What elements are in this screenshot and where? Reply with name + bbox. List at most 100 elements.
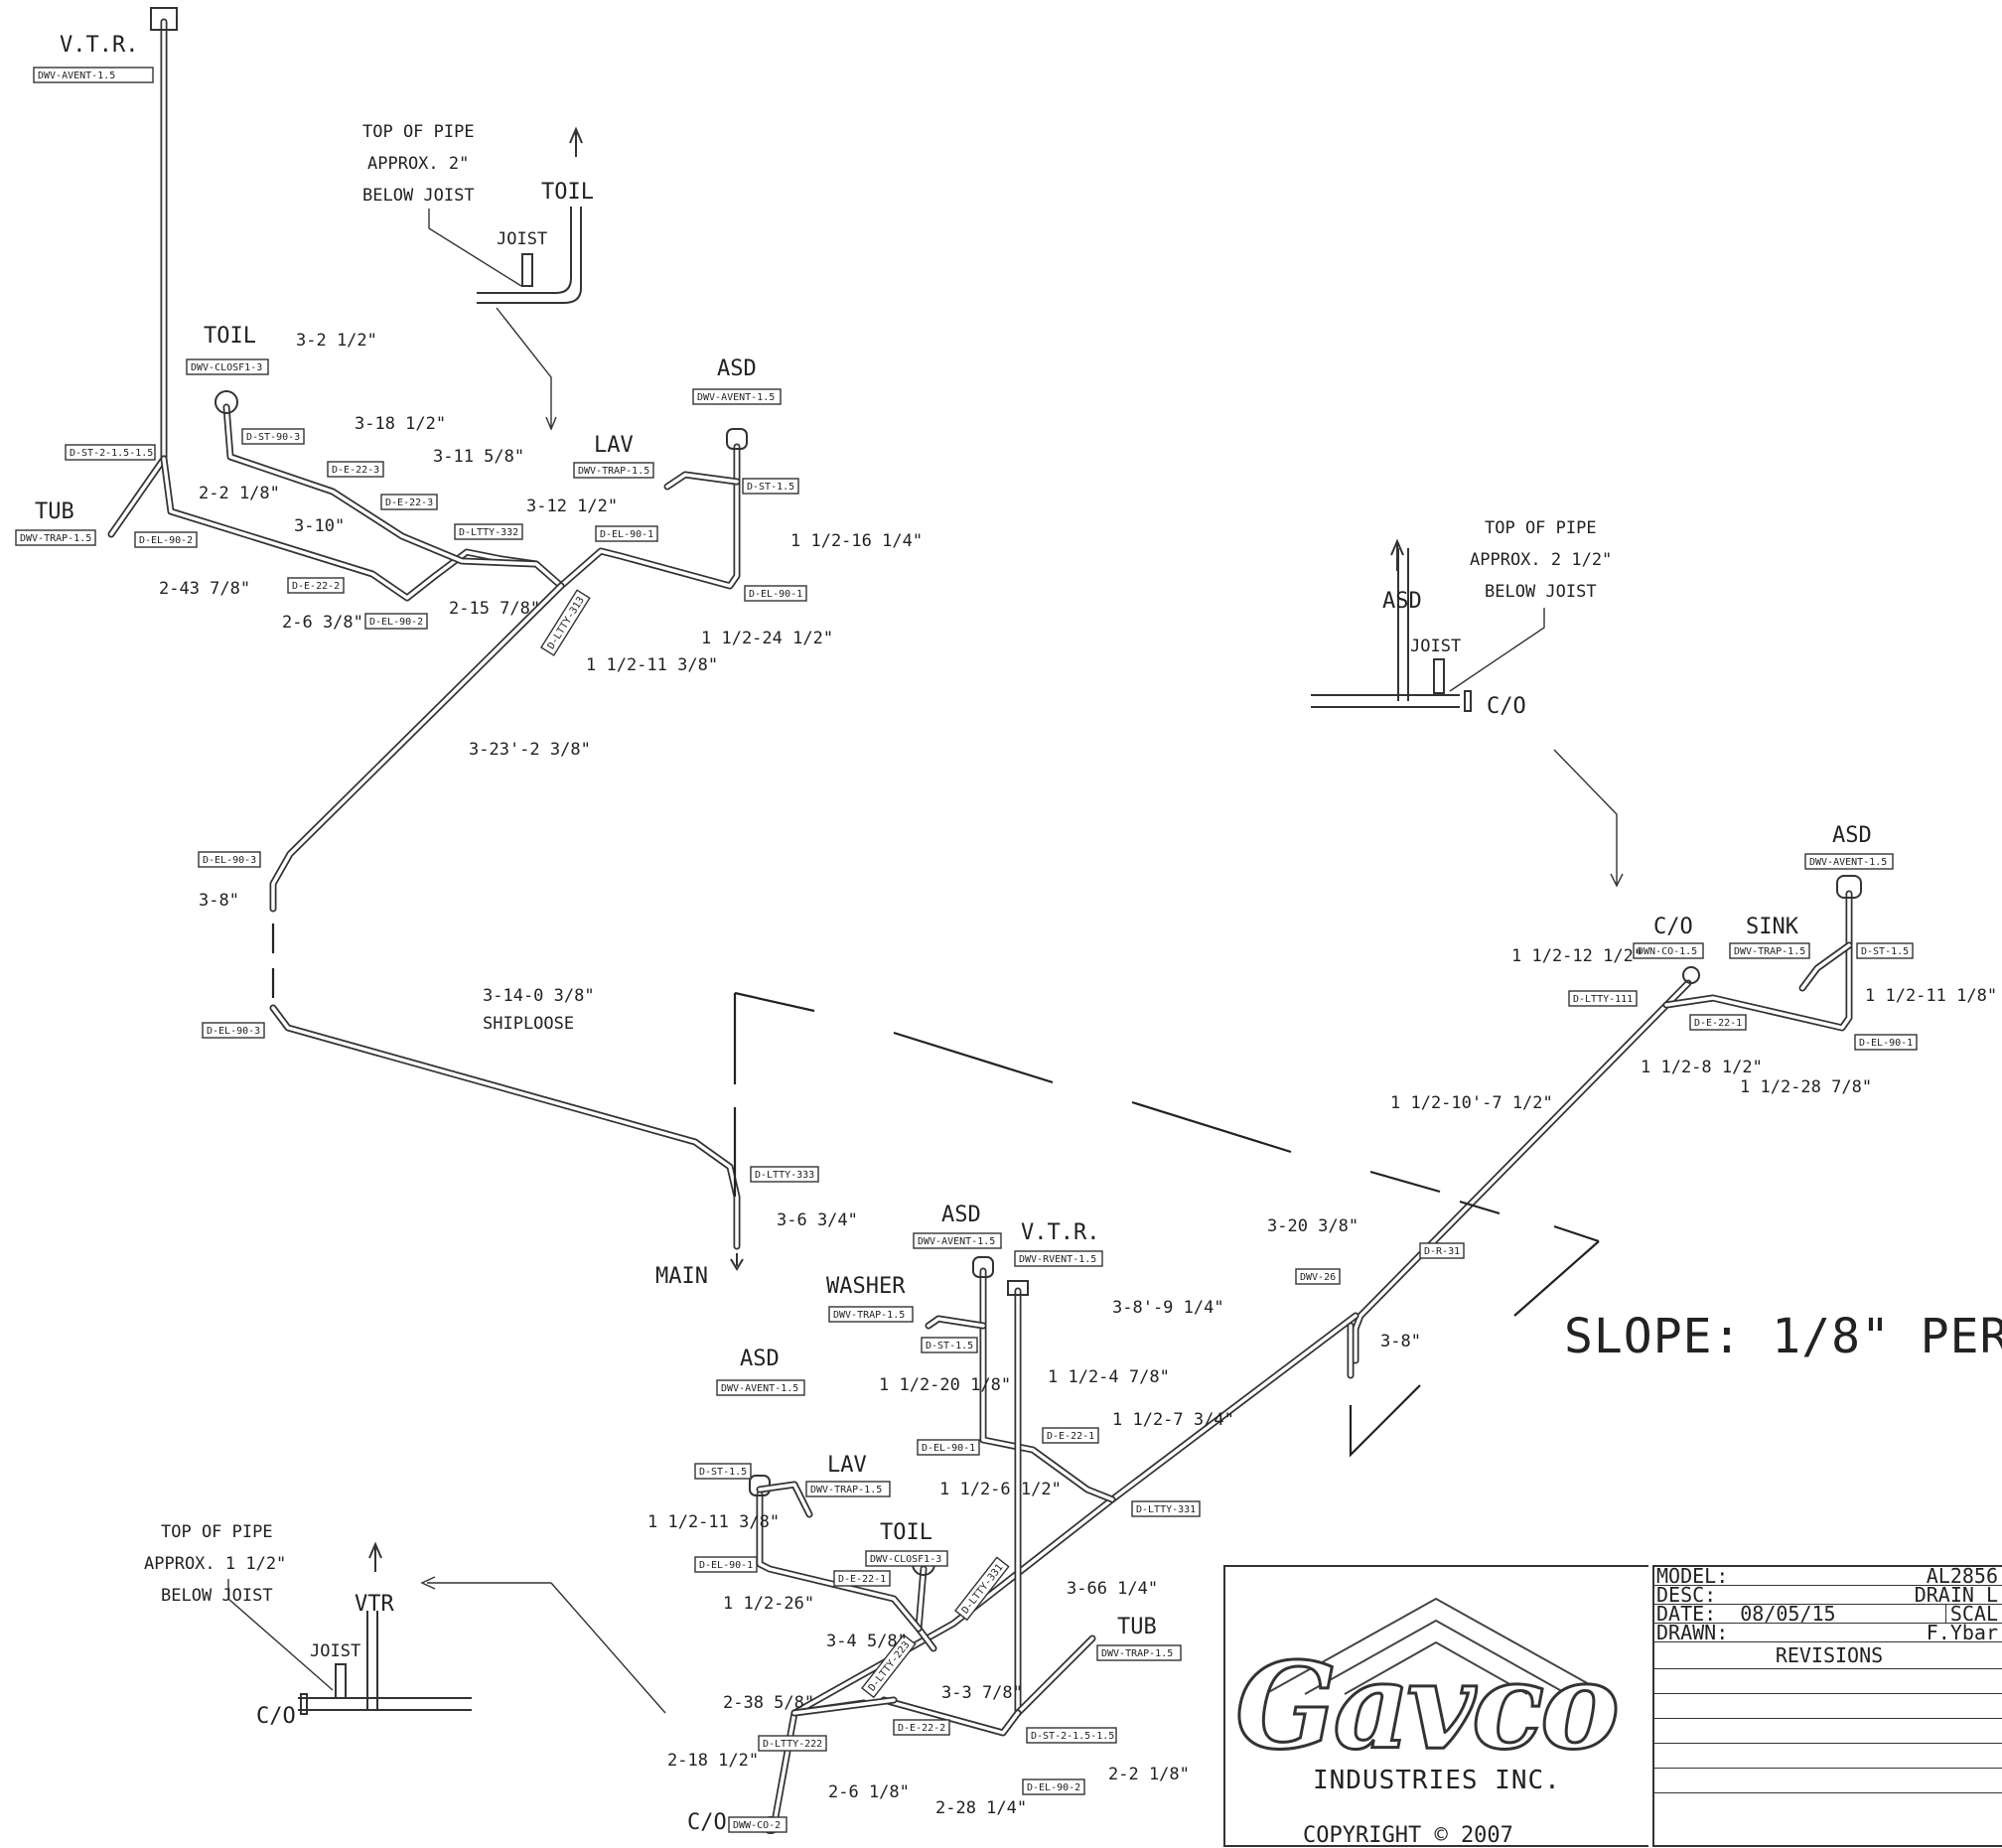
fitting-tag: D-LTTY-111 [1573, 994, 1633, 1005]
upper-left-drain-system [107, 7, 748, 1271]
fixture-labels: V.T.R. TOIL TUB LAV ASD C/O SINK ASD MAI… [35, 33, 1872, 1835]
tag-lav-upper: DWV-TRAP-1.5 [578, 466, 649, 477]
callout-bl-l1: TOP OF PIPE [161, 1522, 273, 1542]
callout-texts: TOP OF PIPE APPROX. 2" BELOW JOIST TOIL … [144, 122, 1612, 1729]
fitting-tag: D-ST-1.5 [699, 1467, 747, 1478]
tag-lav-low: DWV-TRAP-1.5 [810, 1485, 882, 1495]
fitting-tag: D-EL-90-2 [1027, 1782, 1080, 1793]
fitting-tag: D-ST-90-3 [246, 432, 300, 443]
date-label: DATE: [1656, 1605, 1717, 1624]
label-asd-upper: ASD [717, 356, 757, 381]
dimension-label: 1 1/2-11 3/8" [647, 1512, 780, 1532]
fitting-tag: D-LTTY-332 [459, 527, 518, 538]
fitting-tag: D-LTTY-222 [763, 1739, 822, 1750]
drawn-value: F.Ybar [1926, 1624, 1998, 1642]
dimension-label: 3-2 1/2" [296, 331, 377, 351]
lower-drain-system [749, 1256, 1359, 1834]
callout-bl-co: C/O [256, 1704, 296, 1729]
company-logo-word: Gavco [1233, 1635, 1621, 1778]
callout-bl-fixture: VTR [355, 1592, 394, 1617]
label-co-low: C/O [687, 1810, 727, 1835]
dimension-label: 3-8'-9 1/4" [1112, 1298, 1224, 1318]
fitting-tag: D-EL-90-1 [1859, 1038, 1913, 1049]
fitting-tag: D-EL-90-3 [207, 1026, 260, 1037]
callout-r-joist: JOIST [1410, 637, 1461, 656]
revision-line [1654, 1744, 2002, 1769]
callout-r-l3: BELOW JOIST [1485, 582, 1597, 602]
desc-value: DRAIN L [1914, 1586, 1998, 1605]
tag-sink: DWV-TRAP-1.5 [1734, 946, 1805, 957]
fitting-tag: D-ST-1.5 [926, 1341, 973, 1351]
fitting-tag: D-ST-1.5 [747, 482, 794, 493]
tag-washer: DWV-TRAP-1.5 [833, 1310, 905, 1321]
fitting-tag: D-EL-90-1 [699, 1560, 753, 1571]
label-co-right: C/O [1653, 915, 1693, 939]
fitting-tag: D-E-22-1 [838, 1574, 886, 1585]
dimension-label: 2-2 1/8" [1108, 1765, 1190, 1784]
dimension-label: 2-18 1/2" [667, 1751, 759, 1771]
label-toil-upper: TOIL [204, 324, 256, 349]
dimension-label: 1 1/2-11 1/8" [1865, 986, 1997, 1006]
drawn-label: DRAWN: [1656, 1624, 1729, 1642]
fitting-tag: D-EL-90-2 [369, 617, 423, 628]
callout-bl-joist: JOIST [310, 1641, 360, 1661]
dimension-label: 1 1/2-6 1/2" [939, 1480, 1062, 1499]
tag-asd-upper: DWV-AVENT-1.5 [697, 392, 775, 403]
asd-vent-right-icon [1836, 875, 1862, 899]
company-logo-box: Gavco INDUSTRIES INC. COPYRIGHT © 2007 [1223, 1565, 1648, 1848]
dimension-label: 1 1/2-10'-7 1/2" [1390, 1093, 1553, 1113]
dimension-label: 3-66 1/4" [1067, 1579, 1158, 1599]
label-asd-low: ASD [740, 1347, 780, 1371]
tag-tub-upper: DWV-TRAP-1.5 [20, 533, 91, 544]
tag-tub-low: DWV-TRAP-1.5 [1101, 1648, 1173, 1659]
callout-tl-fixture: TOIL [541, 180, 594, 205]
dimension-label: 2-6 3/8" [282, 613, 363, 633]
tag-asd-low: DWV-AVENT-1.5 [721, 1383, 798, 1394]
revision-line [1654, 1719, 2002, 1744]
tag-vtr-top: DWV-AVENT-1.5 [38, 71, 115, 81]
fitting-tag: D-LTTY-313 [546, 595, 587, 651]
callout-r-l2: APPROX. 2 1/2" [1470, 550, 1612, 570]
label-washer: WASHER [826, 1274, 906, 1299]
fitting-tag: D-LTTY-331 [1136, 1504, 1196, 1515]
dimension-label: 3-20 3/8" [1267, 1216, 1358, 1236]
label-sink: SINK [1746, 915, 1799, 939]
fitting-tag: D-EL-90-1 [749, 589, 802, 600]
callout-r-co: C/O [1487, 694, 1526, 719]
revision-line [1654, 1769, 2002, 1793]
vtr-mid-cap-icon [1007, 1280, 1029, 1296]
label-asd-mid: ASD [941, 1203, 981, 1227]
dimension-label: 3-6 3/4" [777, 1210, 858, 1230]
label-main: MAIN [655, 1264, 708, 1289]
slope-note: SLOPE: 1/8" PER 1' [1564, 1309, 2002, 1364]
callout-detail-right [1311, 538, 1624, 888]
scale-label: SCAL [1944, 1605, 1998, 1623]
dimension-label: 1 1/2-4 7/8" [1048, 1367, 1170, 1387]
revision-line [1654, 1694, 2002, 1719]
tag-toil-upper: DWV-CLOSF1-3 [191, 362, 262, 373]
desc-row: DESC: DRAIN L [1654, 1586, 2002, 1605]
revisions-row: REVISIONS [1654, 1642, 2002, 1669]
dimension-label: 1 1/2-11 3/8" [586, 655, 718, 675]
callout-bl-l3: BELOW JOIST [161, 1586, 273, 1606]
dimension-label: 1 1/2-28 7/8" [1740, 1077, 1872, 1097]
callout-tl-joist: JOIST [497, 229, 547, 249]
asd-vent-mid-icon [972, 1256, 994, 1278]
dimension-label: 2-2 1/8" [199, 484, 280, 503]
label-tub-upper: TUB [35, 499, 74, 524]
dimension-label: 2-38 5/8" [723, 1693, 814, 1713]
model-label: MODEL: [1656, 1567, 1729, 1586]
fitting-tag: DWV-26 [1300, 1272, 1336, 1283]
dimension-label: 3-3 7/8" [941, 1683, 1023, 1703]
callout-tl-l1: TOP OF PIPE [362, 122, 475, 142]
tag-co-low: DWW-CO-2 [733, 1820, 781, 1831]
desc-label: DESC: [1656, 1586, 1717, 1605]
dimension-label: 3-8" [1380, 1332, 1421, 1351]
dimension-label: 3-8" [199, 891, 239, 911]
copyright: COPYRIGHT © 2007 [1303, 1823, 1513, 1848]
dimension-label: SHIPLOOSE [483, 1014, 574, 1034]
fitting-tag: D-E-22-1 [1047, 1431, 1094, 1442]
callout-detail-top-left [428, 126, 583, 431]
roof-logo-icon [1264, 1597, 1608, 1695]
